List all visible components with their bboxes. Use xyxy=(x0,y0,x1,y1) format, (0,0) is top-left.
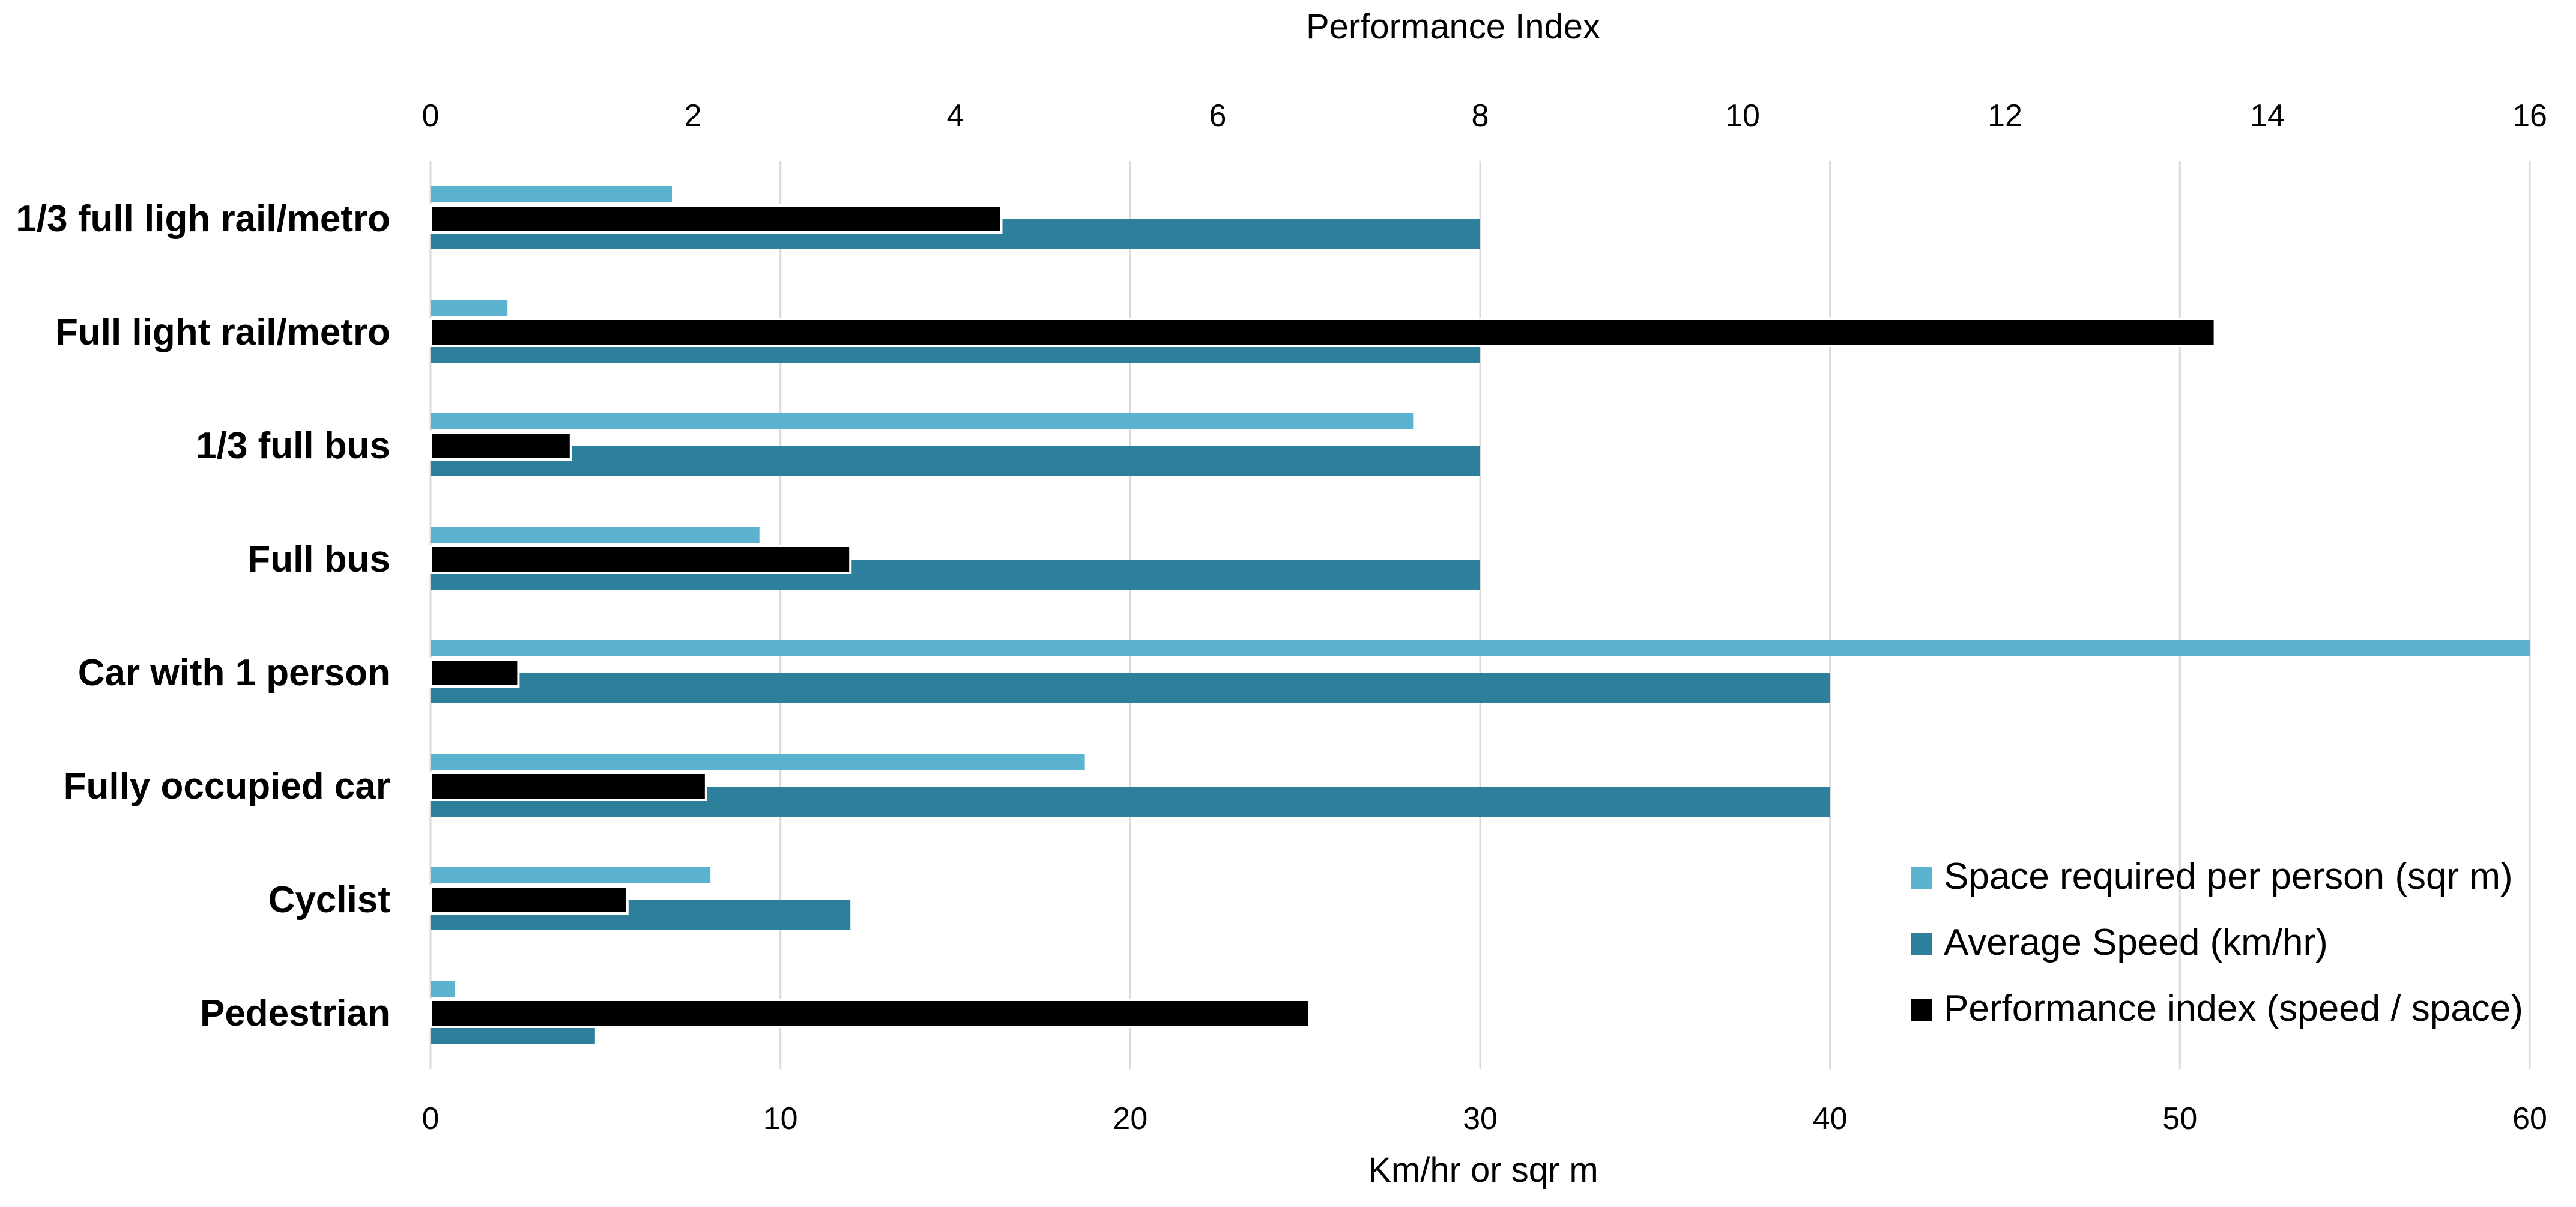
legend-swatch xyxy=(1911,999,1932,1021)
category-label: 1/3 full ligh rail/metro xyxy=(16,198,390,240)
bar-performance xyxy=(429,885,629,915)
bar-space xyxy=(431,640,2530,656)
bar-space xyxy=(431,867,711,883)
top-tick-label: 2 xyxy=(685,98,702,133)
bar-performance xyxy=(429,658,520,688)
top-tick-label: 6 xyxy=(1209,98,1227,133)
category-label: 1/3 full bus xyxy=(196,425,390,467)
bar-performance xyxy=(429,204,1003,234)
legend-label: Space required per person (sqr m) xyxy=(1944,856,2513,897)
category-label: Full bus xyxy=(247,539,390,580)
top-tick-label: 14 xyxy=(2250,98,2285,133)
bottom-tick-label: 40 xyxy=(1813,1101,1848,1136)
legend: Space required per person (sqr m) Average… xyxy=(1911,856,2523,1029)
category-label: Full light rail/metro xyxy=(55,312,390,353)
legend-label: Average Speed (km/hr) xyxy=(1944,922,2328,963)
category-label: Pedestrian xyxy=(200,993,390,1034)
bottom-tick-label: 20 xyxy=(1113,1101,1147,1136)
bar-performance xyxy=(429,772,707,801)
bars xyxy=(429,186,2530,1044)
top-tick-label: 8 xyxy=(1472,98,1489,133)
legend-swatch xyxy=(1911,933,1932,955)
top-tick-label: 12 xyxy=(1988,98,2022,133)
top-axis-title: Performance Index xyxy=(1306,7,1600,46)
top-tick-label: 16 xyxy=(2512,98,2547,133)
bar-space xyxy=(431,527,760,543)
bar-space xyxy=(431,981,455,997)
category-label: Fully occupied car xyxy=(64,766,390,807)
bar-speed xyxy=(431,673,1830,703)
bar-performance xyxy=(429,999,1311,1028)
bar-space xyxy=(431,413,1414,429)
bar-space xyxy=(431,754,1085,770)
bottom-axis-title: Km/hr or sqr m xyxy=(1368,1151,1598,1190)
bottom-tick-label: 50 xyxy=(2162,1101,2197,1136)
bar-speed xyxy=(431,446,1480,476)
bottom-tick-label: 60 xyxy=(2512,1101,2547,1136)
bottom-tick-label: 30 xyxy=(1463,1101,1498,1136)
category-label: Cyclist xyxy=(268,879,390,921)
bar-performance xyxy=(429,431,572,461)
top-tick-label: 4 xyxy=(947,98,964,133)
top-tick-label: 10 xyxy=(1725,98,1760,133)
bar-space xyxy=(431,300,508,316)
bar-performance xyxy=(429,545,852,574)
tick-labels: 0 10 20 30 40 50 60 0 2 4 6 8 10 12 14 16 xyxy=(422,98,2547,1136)
bottom-tick-label: 0 xyxy=(422,1101,440,1136)
bar-performance xyxy=(429,318,2216,347)
top-tick-label: 0 xyxy=(422,98,440,133)
bottom-tick-label: 10 xyxy=(763,1101,798,1136)
category-label: Car with 1 person xyxy=(78,652,390,694)
bar-space xyxy=(431,186,673,202)
legend-swatch xyxy=(1911,867,1932,889)
legend-label: Performance index (speed / space) xyxy=(1944,988,2523,1029)
